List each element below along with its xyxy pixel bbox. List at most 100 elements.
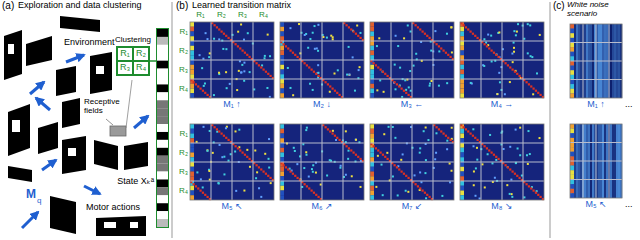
matrix-stripe: [190, 65, 194, 70]
matrix-stripe: [370, 186, 374, 191]
matrix-stripe: [280, 191, 284, 196]
label-holder: M₄ →: [491, 100, 514, 110]
matrix-entry: [527, 130, 529, 132]
matrix-stripe: [570, 152, 574, 157]
matrix-diagonal: [207, 196, 209, 198]
matrix-stripe: [280, 70, 284, 75]
matrix-entry: [317, 72, 319, 74]
matrix-entry: [449, 181, 451, 183]
state-cell: [157, 132, 168, 140]
matrix-ground: [280, 22, 364, 98]
matrix-entry: [304, 34, 306, 36]
matrix-entry: [435, 132, 437, 134]
state-cell: [157, 100, 168, 108]
matrix-diagonal: [336, 92, 338, 94]
matrix-stripe: [460, 70, 464, 75]
matrix-entry: [264, 153, 266, 155]
environment-label: Environment: [64, 37, 115, 47]
matrix-entry: [378, 37, 380, 39]
panel-title: White noise scenario: [567, 0, 609, 18]
matrix-diagonal: [438, 128, 440, 130]
matrix-stripe: [280, 148, 284, 153]
matrix-diagonal: [507, 166, 509, 168]
matrix-entry: [487, 34, 489, 36]
state-cell: [157, 29, 168, 37]
matrix-entry: [264, 57, 266, 59]
matrix-diagonal: [283, 43, 285, 45]
label-holder: (b): [176, 0, 188, 11]
matrix-diagonal: [380, 69, 382, 71]
matrix-entry: [515, 34, 517, 36]
matrix-diagonal: [258, 166, 260, 168]
panel-divider: [550, 2, 551, 238]
matrix-diagonal: [267, 73, 269, 75]
matrix-entry: [494, 177, 496, 179]
matrix-entry: [345, 174, 347, 176]
matrix-entry: [507, 166, 509, 168]
matrix-entry: [407, 24, 409, 26]
matrix-stripe: [460, 74, 464, 79]
matrix-diagonal: [405, 92, 407, 94]
matrix-entry: [425, 197, 427, 199]
matrix-diagonal: [204, 194, 206, 196]
matrix-diagonal: [382, 154, 384, 156]
matrix-stripe: [460, 55, 464, 60]
matrix-entry: [289, 27, 291, 29]
matrix-stripe: [280, 46, 284, 51]
action-label: M₇ ↙: [402, 201, 423, 211]
matrix-diagonal: [438, 45, 440, 47]
leader-line: [106, 119, 113, 125]
matrix-entry: [223, 173, 225, 175]
matrix-entry: [298, 23, 300, 25]
matrix-border: [370, 22, 454, 98]
matrix-stripe: [280, 36, 284, 41]
matrix-entry: [430, 50, 432, 52]
matrix-stripe: [190, 191, 194, 196]
transition-matrix: [190, 22, 274, 98]
matrix-stripe: [570, 38, 574, 43]
motor-arrows: [22, 55, 148, 228]
region-header: R₁: [196, 10, 204, 19]
matrix-entry: [472, 128, 474, 130]
matrix-entry: [267, 34, 269, 36]
matrix-diagonal: [377, 149, 379, 151]
motor-arrow: [22, 212, 38, 228]
matrix-entry: [415, 53, 417, 55]
matrix-diagonal: [334, 135, 336, 137]
action-label: M₁ ↑: [223, 99, 241, 109]
matrix-entry: [414, 174, 416, 176]
matrix-stripe: [190, 143, 194, 148]
matrix-diagonal: [346, 24, 348, 26]
matrix-diagonal: [249, 56, 251, 58]
matrix-diagonal: [202, 192, 204, 194]
matrix-diagonal: [334, 90, 336, 92]
matrix-entry: [243, 39, 245, 41]
matrix-entry: [517, 23, 519, 25]
matrix-stripe: [570, 166, 574, 171]
matrix-entry: [305, 151, 307, 153]
matrix-stripe: [190, 134, 194, 139]
matrix-stripe: [280, 79, 284, 84]
matrix-stripe: [190, 186, 194, 191]
matrix-diagonal: [313, 192, 315, 194]
environment-mark: [130, 222, 138, 228]
matrix-diagonal: [246, 54, 248, 56]
matrix-entry: [305, 154, 307, 156]
state-cell: [157, 61, 168, 69]
matrix-stripe: [570, 129, 574, 134]
block-separator: [343, 22, 344, 98]
matrix-stripe: [370, 84, 374, 89]
region-cell: R₂: [133, 47, 149, 61]
matrix-entry: [405, 190, 407, 192]
matrix-diagonal: [526, 183, 528, 185]
matrix-diagonal: [221, 133, 223, 135]
matrix-entry: [517, 147, 519, 149]
matrix-stripe: [280, 186, 284, 191]
matrix-stripe: [370, 157, 374, 162]
matrix-stripe: [370, 134, 374, 139]
matrix-entry: [523, 196, 525, 198]
matrix-entry: [410, 90, 412, 92]
matrix-ground: [370, 22, 454, 98]
matrix-diagonal: [235, 145, 237, 147]
